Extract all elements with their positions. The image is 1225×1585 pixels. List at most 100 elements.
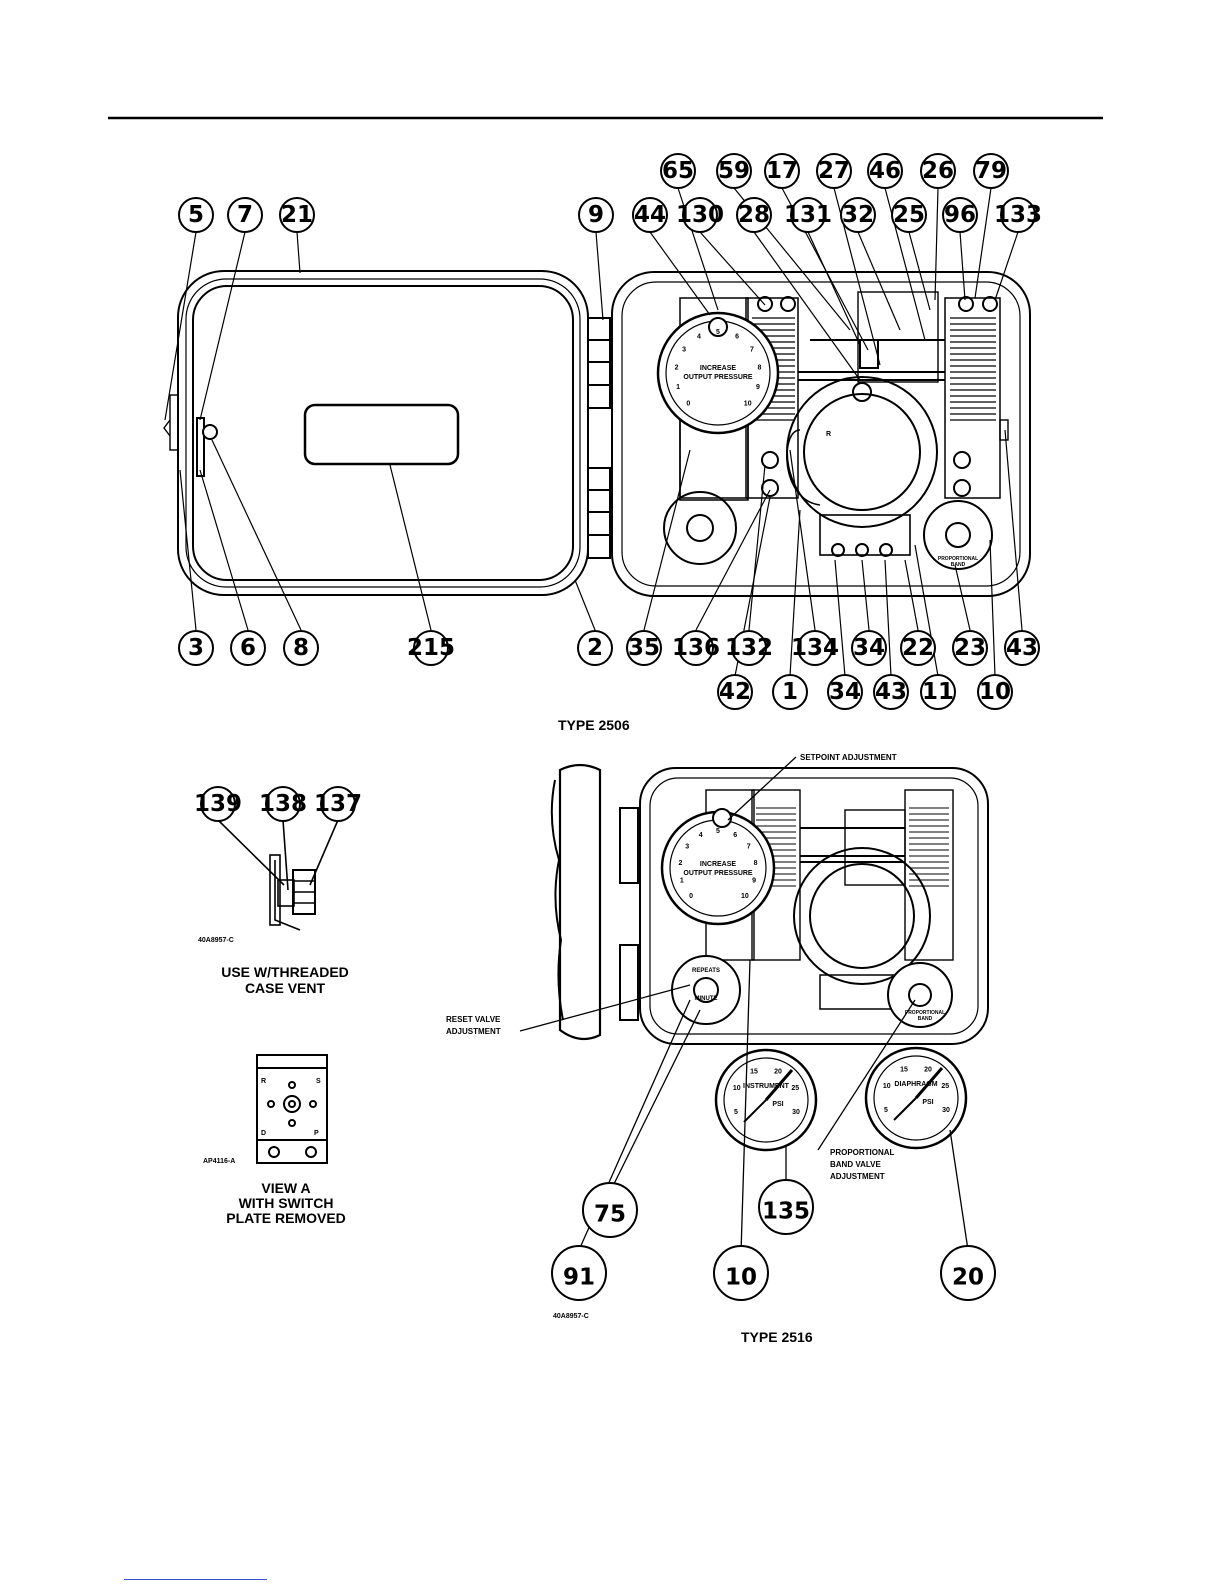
- dial-number: 6: [735, 334, 739, 341]
- svg-text:INCREASE: INCREASE: [700, 861, 737, 868]
- instrument-scale-number: 5: [734, 1109, 738, 1116]
- dial-number: 7: [750, 346, 754, 353]
- reset-dial: REPEATS MINUTE: [671, 955, 741, 1025]
- callout-lower_row_left-6: 6: [240, 635, 256, 661]
- caption-type-2506: TYPE 2506: [558, 717, 630, 733]
- callout-lower_row_right-22: 22: [902, 635, 934, 661]
- drawing-number-vent: 40A8957-C: [198, 937, 234, 944]
- callout-lower_row_right-132: 132: [725, 635, 773, 661]
- dial-number: 8: [758, 364, 762, 371]
- callout-type2516-20: 20: [952, 1264, 984, 1290]
- callout-type2516-10: 10: [725, 1264, 757, 1290]
- dial-number: 7: [747, 844, 751, 851]
- callout-lower_row_right-43: 43: [1006, 635, 1038, 661]
- callout-second_row_right-32: 32: [842, 202, 874, 228]
- callout-top_row-27: 27: [818, 158, 850, 184]
- diaphragm-scale-number: 10: [883, 1083, 891, 1090]
- callout-type2516-75: 75: [594, 1201, 626, 1227]
- callout-circle: [942, 197, 978, 233]
- callout-vent_view-139: 139: [194, 791, 242, 817]
- caption-reset-2: ADJUSTMENT: [446, 1027, 501, 1036]
- callout-circle: [230, 630, 266, 666]
- caption-with-switch: WITH SWITCH: [239, 1195, 334, 1211]
- callout-lower_row_right-2: 2: [587, 635, 603, 661]
- bellows-2516: [756, 807, 949, 887]
- callout-circle: [1000, 197, 1036, 233]
- svg-text:PSI: PSI: [922, 1099, 933, 1106]
- dial-number: 1: [676, 384, 680, 391]
- diaphragm-scale-number: 15: [900, 1066, 908, 1073]
- caption-type-2516: TYPE 2516: [741, 1329, 813, 1345]
- door-assembly: [163, 270, 589, 596]
- callout-bottom_row-1: 1: [782, 679, 798, 705]
- callout-second_row_right-28: 28: [738, 202, 770, 228]
- callout-second_row_right-44: 44: [634, 202, 666, 228]
- callout-circle: [578, 197, 614, 233]
- callout-circle: [227, 197, 263, 233]
- callout-circle: [551, 1245, 607, 1301]
- instrument-scale-number: 25: [791, 1085, 799, 1092]
- dial-number: 10: [744, 401, 752, 408]
- dial-number: 2: [679, 860, 683, 867]
- diaphragm-gauge: DIAPHRAGM PSI: [864, 1046, 968, 1150]
- callout-circle: [758, 1179, 814, 1235]
- svg-text:PROPORTIONAL: PROPORTIONAL: [938, 556, 978, 562]
- drawing-number-2516: 40A8957-C: [553, 1313, 589, 1320]
- switch-letter-r: R: [261, 1078, 266, 1085]
- callout-circle: [790, 197, 826, 233]
- callout-bottom_row-42: 42: [719, 679, 751, 705]
- callout-circle: [900, 630, 936, 666]
- callout-type2516-135: 135: [762, 1198, 810, 1224]
- dial-number: 10: [741, 893, 749, 900]
- callout-second_row_left-21: 21: [281, 202, 313, 228]
- caption-view-a: VIEW A: [261, 1180, 310, 1196]
- callout-second_row_right-96: 96: [944, 202, 976, 228]
- hinges: [587, 317, 611, 559]
- svg-text:REPEATS: REPEATS: [692, 968, 720, 974]
- callout-circle: [717, 674, 753, 710]
- diaphragm-scale-number: 25: [941, 1083, 949, 1090]
- svg-text:PROPORTIONAL: PROPORTIONAL: [905, 1010, 945, 1016]
- callout-lower_row_left-3: 3: [188, 635, 204, 661]
- dial-number: 4: [697, 334, 701, 341]
- callout-circle: [764, 153, 800, 189]
- callout-vent_view-138: 138: [259, 791, 307, 817]
- callout-circle: [973, 153, 1009, 189]
- callout-circle: [178, 630, 214, 666]
- caption-plate-removed: PLATE REMOVED: [226, 1210, 346, 1226]
- diaphragm-scale-number: 20: [924, 1066, 932, 1073]
- callout-circle: [279, 197, 315, 233]
- callout-circle: [200, 786, 236, 822]
- callout-circle: [265, 786, 301, 822]
- callout-circle: [1004, 630, 1040, 666]
- callout-lower_row_left-215: 215: [407, 635, 455, 661]
- callout-vent_view-137: 137: [314, 791, 362, 817]
- dial-number: 3: [685, 844, 689, 851]
- callout-circle: [816, 153, 852, 189]
- callout-circle: [582, 1182, 638, 1238]
- callout-top_row-26: 26: [922, 158, 954, 184]
- caption-reset-1: RESET VALVE: [446, 1015, 501, 1024]
- callout-circle: [660, 153, 696, 189]
- footer-link-underline[interactable]: [124, 1579, 267, 1580]
- diaphragm-scale-number: 30: [942, 1107, 950, 1114]
- dial-number: 1: [680, 878, 684, 885]
- callout-circle: [678, 630, 714, 666]
- caption-case-vent: CASE VENT: [245, 980, 326, 996]
- callout-lower_row_right-136: 136: [672, 635, 720, 661]
- callout-bottom_row-10: 10: [979, 679, 1011, 705]
- callout-circle: [851, 630, 887, 666]
- callout-lower_row_right-34: 34: [853, 635, 885, 661]
- caption-pb-2: BAND VALVE: [830, 1160, 881, 1169]
- callout-circle: [178, 197, 214, 233]
- callout-second_row_left-5: 5: [188, 202, 204, 228]
- callout-circle: [682, 197, 718, 233]
- callout-circle: [772, 674, 808, 710]
- instrument-scale-number: 10: [733, 1085, 741, 1092]
- dial-number: 0: [689, 893, 693, 900]
- nameplate: [303, 403, 460, 466]
- caption-pb-1: PROPORTIONAL: [830, 1148, 895, 1157]
- svg-text:PSI: PSI: [772, 1101, 783, 1108]
